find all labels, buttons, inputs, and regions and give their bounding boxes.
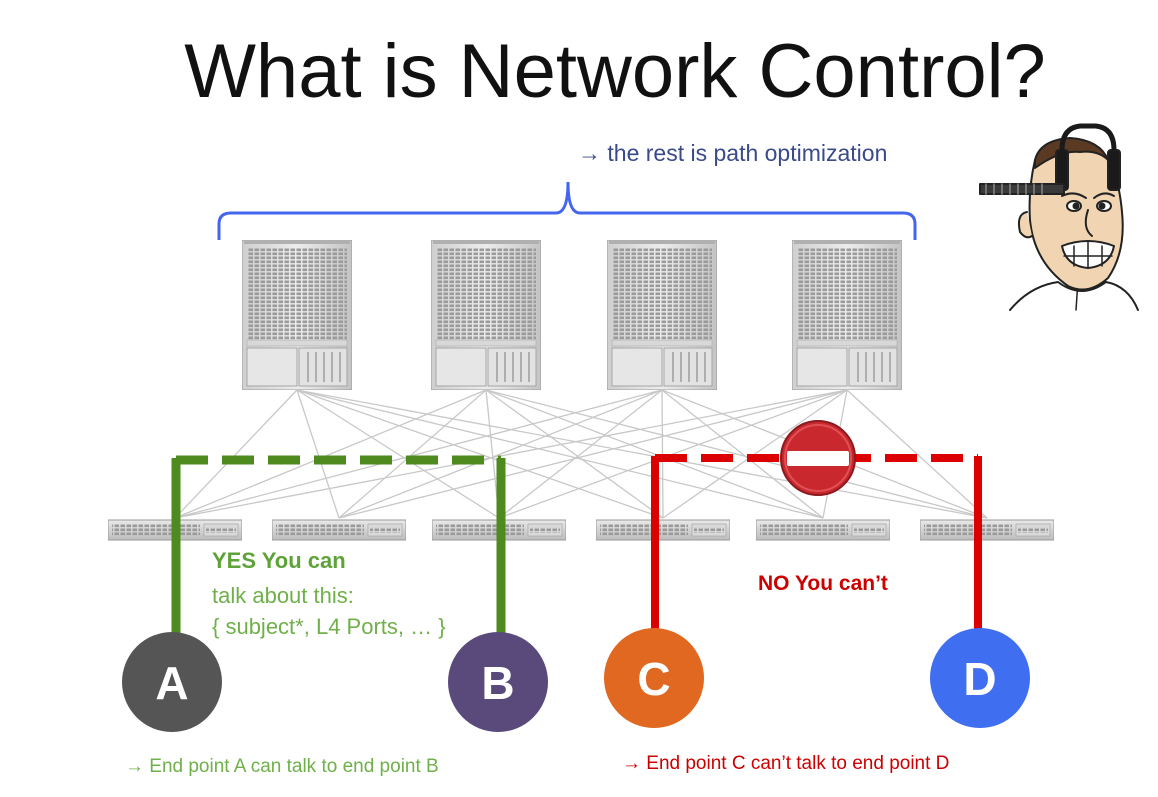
leaf-switch-icon xyxy=(272,519,406,541)
fabric-link xyxy=(296,389,824,519)
fabric-link xyxy=(296,389,340,519)
allowed-heading: YES You can xyxy=(212,548,346,573)
allowed-line-2: { subject*, L4 Ports, … } xyxy=(212,614,446,639)
fabric-link xyxy=(485,389,824,519)
fabric-link xyxy=(661,389,824,519)
endpoint-c-circle xyxy=(604,628,704,728)
endpoint-d-label: D xyxy=(963,653,996,705)
fabric-link xyxy=(174,389,848,519)
spine-switch-icon xyxy=(242,240,352,390)
endpoint-a-circle xyxy=(122,632,222,732)
denied-caption: → End point C can’t talk to end point D xyxy=(622,753,950,774)
endpoint-b-circle xyxy=(448,632,548,732)
fabric-link xyxy=(338,389,848,519)
fabric-link xyxy=(296,389,988,519)
fabric-link xyxy=(174,389,663,519)
fabric-link xyxy=(485,389,988,519)
endpoint-d: D xyxy=(930,628,1030,728)
spine-switches xyxy=(242,240,902,390)
endpoint-c: C xyxy=(604,628,704,728)
leaf-switches xyxy=(108,519,1054,541)
no-entry-icon xyxy=(780,420,856,496)
endpoint-a: A xyxy=(122,632,222,732)
leaf-switch-icon xyxy=(920,519,1054,541)
page-title: What is Network Control? xyxy=(184,29,1046,114)
allowed-caption: → End point A can talk to end point B xyxy=(125,756,439,777)
spine-switch-icon xyxy=(431,240,541,390)
leaf-switch-icon xyxy=(596,519,730,541)
endpoint-a-label: A xyxy=(155,657,188,709)
frustrated-man-icon xyxy=(979,123,1139,311)
spine-switch-icon xyxy=(792,240,902,390)
fabric-link xyxy=(296,389,664,519)
brace xyxy=(217,181,917,240)
fabric-link xyxy=(498,389,663,519)
leaf-switch-icon xyxy=(756,519,890,541)
fabric-link xyxy=(338,389,663,519)
spine-switch-icon xyxy=(607,240,717,390)
fabric-link xyxy=(174,389,487,519)
rest-note: → the rest is path optimization xyxy=(578,140,888,166)
fabric-link xyxy=(174,389,298,519)
endpoint-b-label: B xyxy=(481,657,514,709)
allowed-line-1: talk about this: xyxy=(212,583,354,608)
endpoint-b: B xyxy=(448,632,548,732)
fabric-link xyxy=(485,389,664,519)
fabric-link xyxy=(338,389,487,519)
endpoint-c-label: C xyxy=(637,653,670,705)
fabric-link xyxy=(296,389,500,519)
allowed-path xyxy=(171,455,506,635)
denied-heading: NO You can’t xyxy=(758,572,888,595)
endpoint-d-circle xyxy=(930,628,1030,728)
